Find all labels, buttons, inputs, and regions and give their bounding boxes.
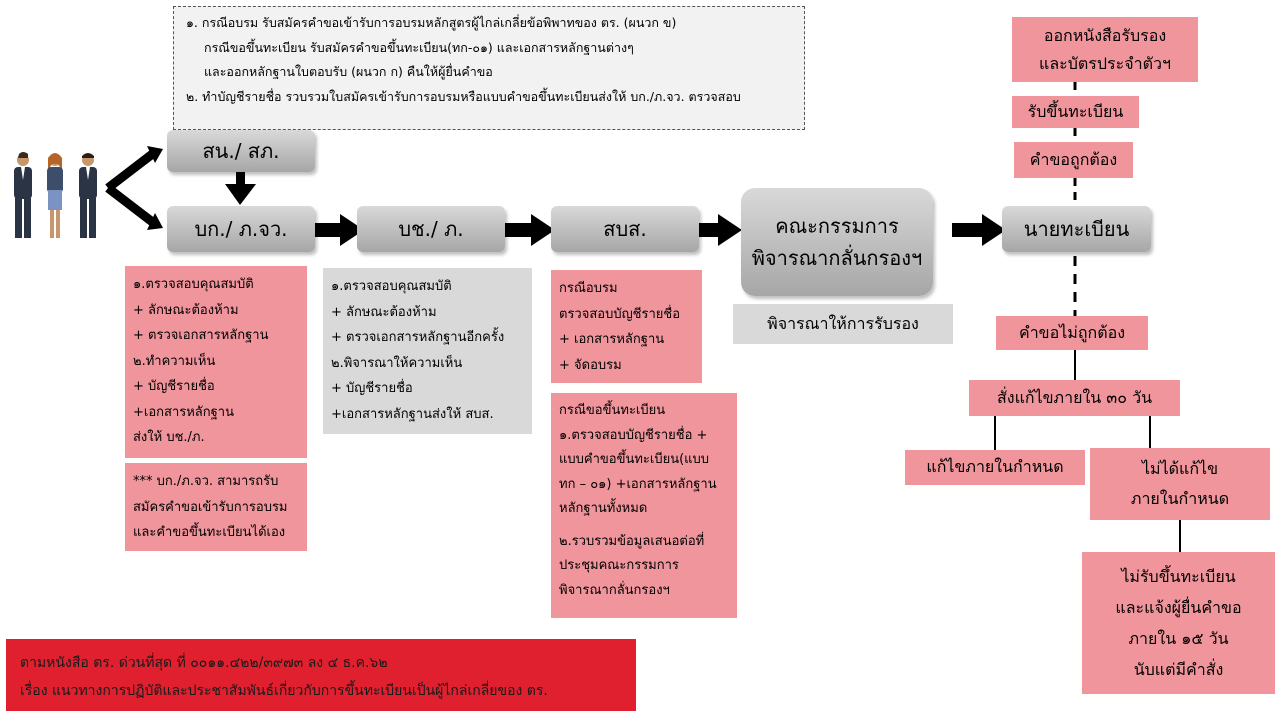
fix-order-box: สั่งแก้ไขภายใน ๓๐ วัน: [969, 380, 1180, 416]
node-sbs: สบส.: [551, 206, 699, 252]
committee-title-line: คณะกรรมการ: [775, 214, 899, 238]
bk-duty-line: ส่งให้ บช./ภ.: [133, 430, 205, 445]
node-sn-sp: สน./ สภ.: [167, 130, 315, 172]
sbs-training-line: + จัดอบรม: [559, 357, 622, 373]
reject-line: และแจ้งผู้ยื่นคำขอ: [1115, 598, 1242, 617]
reference-footer: ตามหนังสือ ตร. ด่วนที่สุด ที่ ๐๐๑๑.๔๒๒/๓…: [6, 639, 636, 711]
intake-note-line: ๒. ทำบัญชีรายชื่อ รวบรวมใบสมัครเข้ารับกา…: [186, 88, 741, 104]
request-correct-box: คำขอถูกต้อง: [1014, 142, 1133, 178]
committee-approval-note: พิจารณาให้การรับรอง: [733, 304, 953, 344]
not-fixed-box: ไม่ได้แก้ไข ภายในกำหนด: [1090, 448, 1270, 520]
intake-note: ๑. กรณีอบรม รับสมัครคำขอเข้ารับการอบรมหล…: [173, 6, 805, 130]
bk-duties-box: ๑.ตรวจสอบคุณสมบัติ + ลักษณะต้องห้าม + ตร…: [125, 266, 307, 458]
bch-duty-line: + ตรวจเอกสารหลักฐานอีกครั้ง: [331, 330, 505, 345]
reject-registration-box: ไม่รับขึ้นทะเบียน และแจ้งผู้ยื่นคำขอ ภาย…: [1082, 552, 1275, 694]
sbs-registration-line: หลักฐานทั้งหมด: [559, 501, 648, 516]
bk-duty-line: ๒.ทำความเห็น: [133, 353, 216, 369]
sbs-registration-box: กรณีขอขึ้นทะเบียน ๑.ตรวจสอบบัญชีรายชื่อ …: [551, 393, 737, 618]
fixed-in-time-box: แก้ไขภายในกำหนด: [905, 450, 1085, 485]
people-icon: [14, 152, 97, 238]
bch-duty-line: ๑.ตรวจสอบคุณสมบัติ: [331, 279, 452, 294]
reject-line: ไม่รับขึ้นทะเบียน: [1121, 567, 1236, 586]
sbs-registration-line: กรณีขอขึ้นทะเบียน: [559, 403, 666, 418]
issue-certificate-line: ออกหนังสือรับรอง: [1043, 25, 1167, 45]
sbs-training-line: + เอกสารหลักฐาน: [559, 332, 665, 347]
bk-duty-line: + ลักษณะต้องห้าม: [133, 302, 239, 318]
issue-certificate-line: และบัตรประจำตัวฯ: [1039, 53, 1171, 73]
bk-note-line: และคำขอขึ้นทะเบียนได้เอง: [133, 525, 286, 540]
sbs-registration-line: พิจารณากลั่นกรองฯ: [559, 582, 670, 598]
request-incorrect-box: คำขอไม่ถูกต้อง: [996, 316, 1148, 350]
reject-line: นับแต่มีคำสั่ง: [1133, 660, 1224, 679]
bk-note-box: *** บก./ภ.จว. สามารถรับ สมัครคำขอเข้ารับ…: [125, 463, 307, 551]
sbs-registration-line: ๒.รวบรวมข้อมูลเสนอต่อที่: [559, 533, 705, 549]
register-box: รับขึ้นทะเบียน: [1012, 96, 1139, 128]
sbs-registration-line: ๑.ตรวจสอบบัญชีรายชื่อ +: [559, 427, 708, 443]
node-bk-pjw: บก./ ภ.จว.: [167, 206, 315, 252]
bk-duty-line: + ตรวจเอกสารหลักฐาน: [133, 328, 269, 343]
reject-line: ภายใน ๑๕ วัน: [1128, 629, 1229, 648]
node-bch-p: บช./ ภ.: [357, 206, 505, 252]
sbs-training-box: กรณีอบรม ตรวจสอบบัญชีรายชื่อ + เอกสารหลั…: [551, 270, 702, 383]
bk-duty-line: +เอกสารหลักฐาน: [133, 404, 234, 420]
sbs-registration-line: ประชุมคณะกรรมการ: [559, 558, 679, 573]
bk-duty-line: ๑.ตรวจสอบคุณสมบัติ: [133, 277, 254, 292]
issue-certificate-box: ออกหนังสือรับรอง และบัตรประจำตัวฯ: [1012, 17, 1198, 82]
sbs-training-line: ตรวจสอบบัญชีรายชื่อ: [559, 306, 681, 322]
intake-note-line: ๑. กรณีอบรม รับสมัครคำขอเข้ารับการอบรมหล…: [186, 15, 677, 30]
reference-line: ตามหนังสือ ตร. ด่วนที่สุด ที่ ๐๐๑๑.๔๒๒/๓…: [20, 655, 388, 671]
sbs-registration-line: แบบคำขอขึ้นทะเบียน(แบบ: [559, 452, 710, 467]
sbs-registration-spacer: [559, 522, 729, 530]
not-fixed-line: ไม่ได้แก้ไข: [1141, 459, 1218, 478]
intake-note-line: และออกหลักฐานใบตอบรับ (ผนวก ก) คืนให้ผู้…: [204, 64, 493, 79]
bch-duty-line: + บัญชีรายชื่อ: [331, 381, 413, 396]
reference-line: เรื่อง แนวทางการปฏิบัติและประชาสัมพันธ์เ…: [20, 683, 548, 699]
committee-title-line: พิจารณากลั่นกรองฯ: [751, 246, 923, 270]
bch-duty-line: +เอกสารหลักฐานส่งให้ สบส.: [331, 406, 494, 422]
node-registrar: นายทะเบียน: [1002, 206, 1151, 252]
bch-duty-line: ๒.พิจารณาให้ความเห็น: [331, 355, 463, 371]
not-fixed-line: ภายในกำหนด: [1130, 489, 1230, 508]
bch-duty-line: + ลักษณะต้องห้าม: [331, 304, 437, 320]
node-committee: คณะกรรมการ พิจารณากลั่นกรองฯ: [741, 188, 933, 296]
bk-duty-line: + บัญชีรายชื่อ: [133, 379, 215, 394]
bk-note-line: *** บก./ภ.จว. สามารถรับ: [133, 474, 279, 489]
bk-note-line: สมัครคำขอเข้ารับการอบรม: [133, 499, 288, 515]
intake-note-line: กรณีขอขึ้นทะเบียน รับสมัครคำขอขึ้นทะเบีย…: [204, 39, 634, 55]
bch-duties-box: ๑.ตรวจสอบคุณสมบัติ + ลักษณะต้องห้าม + ตร…: [323, 268, 532, 434]
sbs-registration-line: ทก – ๐๑) +เอกสารหลักฐาน: [559, 476, 717, 492]
sbs-training-line: กรณีอบรม: [559, 281, 618, 296]
